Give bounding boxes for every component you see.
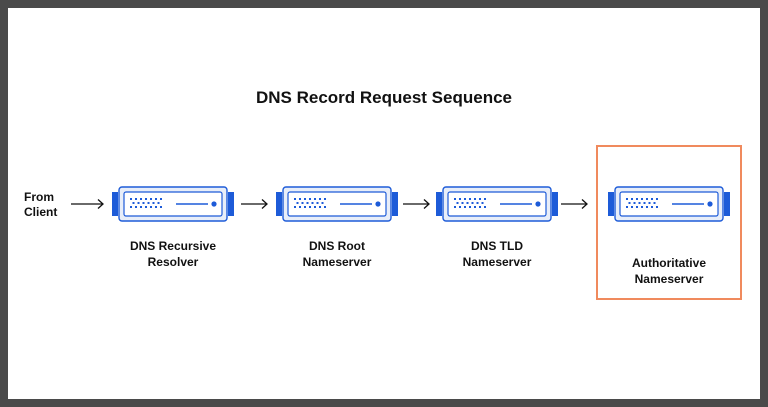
resolver-label-line2: Resolver	[147, 255, 199, 269]
arrow-right-icon	[241, 199, 268, 209]
tld-nameserver-label: DNS TLD Nameserver	[427, 238, 567, 270]
diagram-title: DNS Record Request Sequence	[255, 88, 512, 107]
authoritative-nameserver-label: Authoritative Nameserver	[599, 255, 739, 287]
arrow-right-icon	[561, 199, 588, 209]
authoritative-highlight-box	[596, 145, 742, 300]
arrow-right-icon	[403, 199, 430, 209]
client-label-line2: Client	[24, 205, 58, 219]
server-icon	[608, 186, 730, 222]
authoritative-nameserver-label-line1: Authoritative	[631, 256, 706, 270]
authoritative-nameserver-label-line2: Nameserver	[634, 272, 704, 286]
root-nameserver-label: DNS Root Nameserver	[267, 238, 407, 270]
client-label-line1: From	[24, 190, 54, 204]
root-nameserver-label-line1: DNS Root	[309, 239, 365, 253]
server-icon	[436, 186, 558, 222]
server-icon	[276, 186, 398, 222]
tld-nameserver-label-line2: Nameserver	[462, 255, 532, 269]
server-icon	[112, 186, 234, 222]
resolver-label-line1: DNS Recursive	[129, 239, 217, 253]
diagram-canvas: DNS Record Request Sequence From Client	[8, 8, 760, 399]
client-label: From Client	[24, 190, 74, 220]
arrow-right-icon	[71, 199, 104, 209]
tld-nameserver-label-line1: DNS TLD	[471, 239, 523, 253]
root-nameserver-label-line2: Nameserver	[302, 255, 372, 269]
resolver-label: DNS Recursive Resolver	[103, 238, 243, 270]
